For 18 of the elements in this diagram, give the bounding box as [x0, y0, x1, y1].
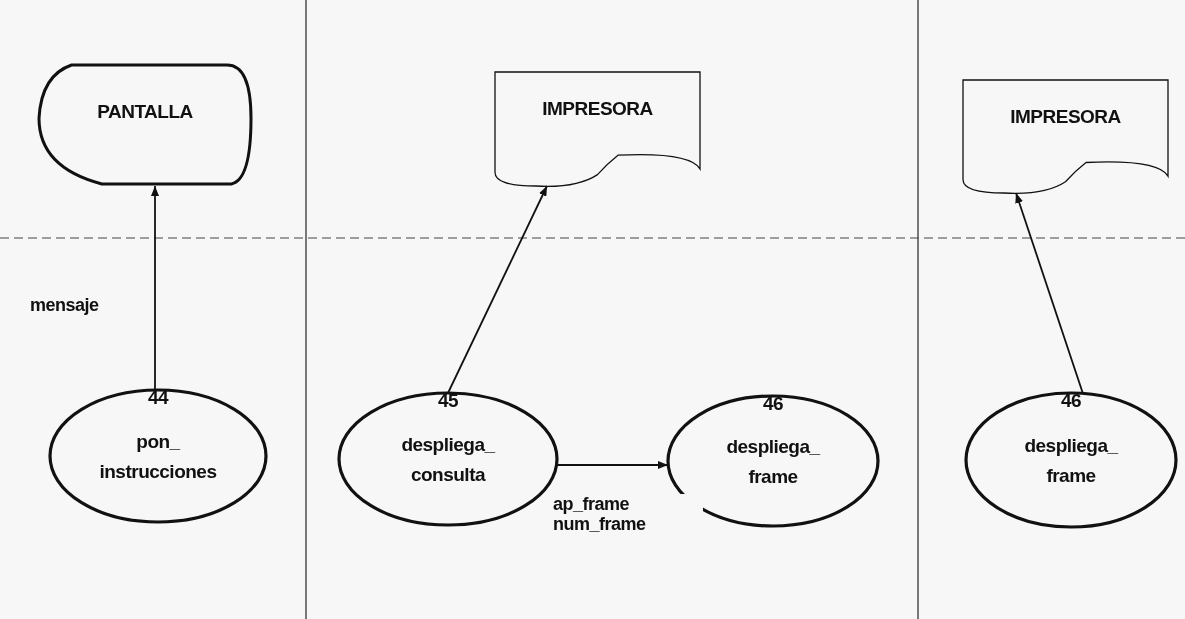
process-name: despliega_ frame [725, 435, 822, 490]
process-name: despliega_ frame [1023, 433, 1120, 488]
process-number: 44 [146, 388, 170, 408]
edge-label: ap_frame num_frame [553, 494, 703, 534]
display-shape [37, 63, 253, 186]
process-number: 45 [436, 391, 460, 411]
process-number: 46 [1059, 391, 1083, 411]
process-name: despliega_ consulta [400, 432, 497, 487]
process-ellipse [668, 396, 878, 526]
process-ellipse [50, 390, 266, 522]
store-label: IMPRESORA [541, 97, 654, 122]
store-label: PANTALLA [96, 99, 194, 124]
process-name: pon_ instrucciones [98, 429, 218, 484]
document-shape [963, 80, 1168, 193]
process-number: 46 [761, 394, 785, 414]
document-shape [495, 72, 700, 186]
process-ellipse [966, 393, 1176, 527]
store-label: IMPRESORA [1009, 104, 1122, 129]
